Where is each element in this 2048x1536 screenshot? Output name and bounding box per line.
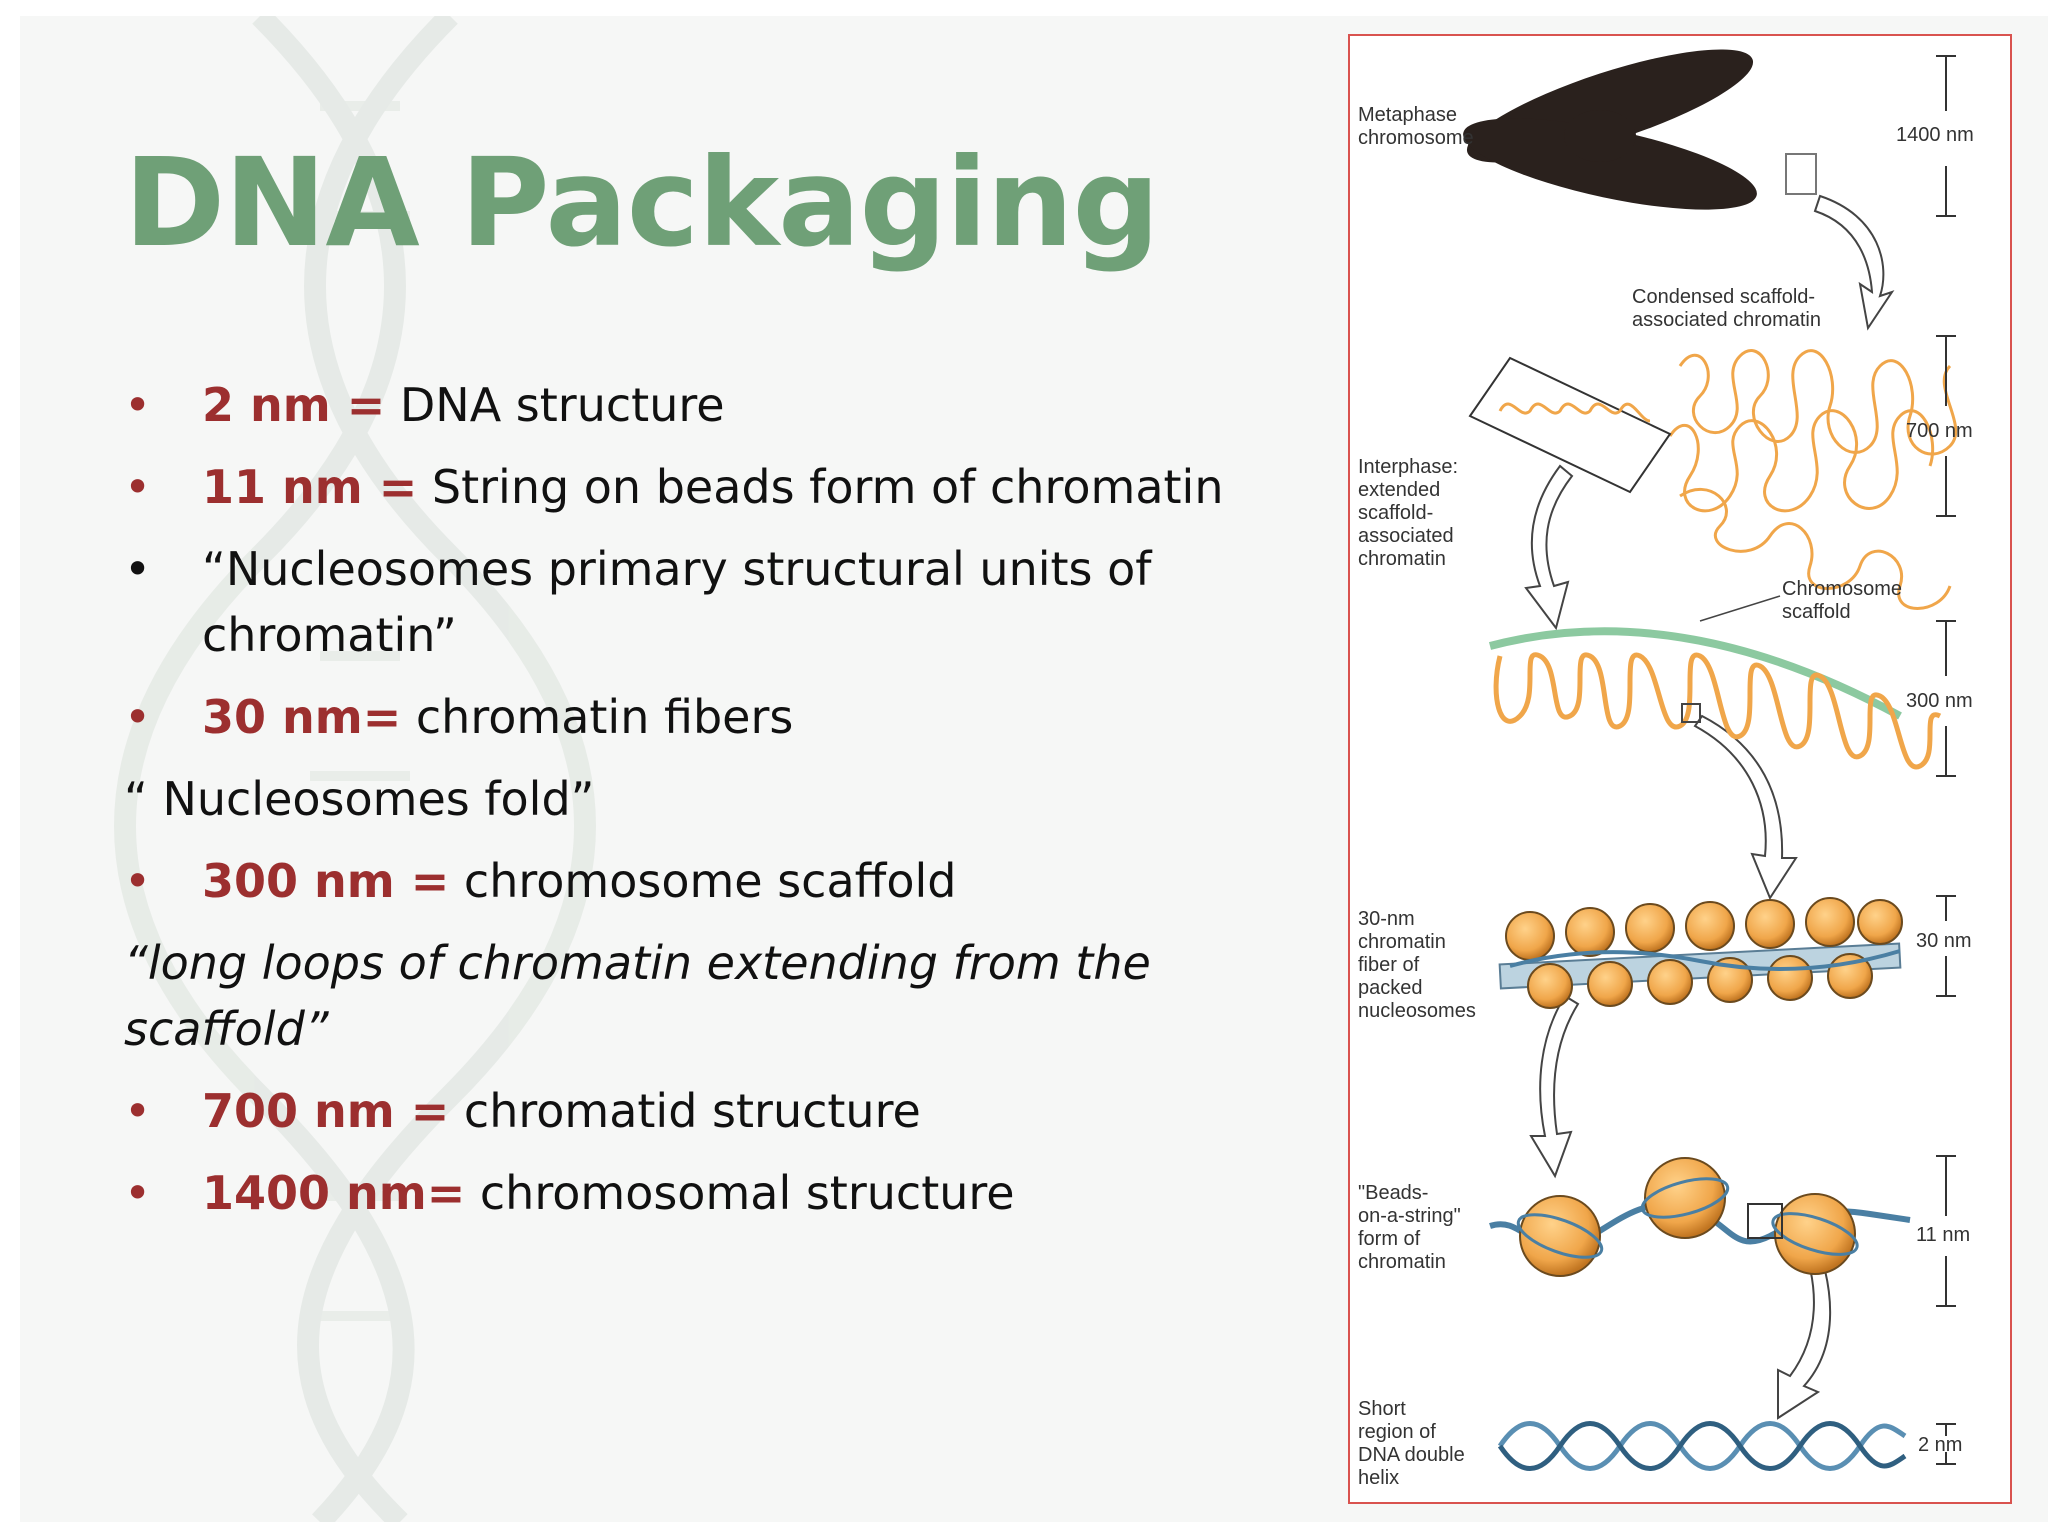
bullet-marker: •	[124, 460, 152, 514]
bullet-line: • 700 nm = chromatid structure	[124, 1078, 1274, 1144]
figure-drawing	[1463, 49, 1958, 1471]
label-interphase: Interphase: extended scaffold- associate…	[1358, 456, 1459, 570]
size-highlight: 1400 nm=	[202, 1166, 466, 1220]
size-highlight: 2 nm =	[202, 378, 386, 432]
note-line: “long loops of chromatin extending from …	[124, 930, 1204, 1062]
bullet-text: “Nucleosomes primary structural units of…	[202, 542, 1152, 662]
bullet-line: • 30 nm= chromatin fibers	[124, 684, 1274, 750]
slide-title: DNA Packaging	[124, 132, 1160, 274]
label-chromosome-scaffold: Chromosome scaffold	[1782, 578, 1903, 623]
chromatin-packaging-figure: Metaphase chromosome Condensed scaffold-…	[1348, 34, 2012, 1504]
chromatin-fiber-30nm-icon	[1498, 897, 1903, 1009]
bullet-text: String on beads form of chromatin	[417, 460, 1224, 514]
label-dna-helix: Short region of DNA double helix	[1358, 1398, 1465, 1489]
dim-11nm: 11 nm	[1916, 1224, 1971, 1246]
label-condensed-chromatin: Condensed scaffold- associated chromatin	[1632, 286, 1821, 331]
dim-300nm: 300 nm	[1906, 690, 1973, 712]
dim-2nm: 2 nm	[1918, 1434, 1963, 1456]
label-metaphase: Metaphase chromosome	[1358, 104, 1474, 149]
condensed-chromatin-icon	[1668, 349, 1958, 610]
bullet-marker: •	[124, 542, 152, 596]
dna-double-helix-icon	[1497, 1421, 1907, 1471]
bullet-line: • 1400 nm= chromosomal structure	[124, 1160, 1274, 1226]
size-highlight: 700 nm =	[202, 1084, 450, 1138]
background-dna-watermark	[114, 16, 596, 1522]
size-highlight: 11 nm =	[202, 460, 418, 514]
slide: DNA Packaging • 2 nm = DNA structure • 1…	[20, 16, 2048, 1522]
metaphase-chromosome-icon	[1463, 49, 1817, 210]
size-highlight: 300 nm =	[202, 854, 450, 908]
dim-1400nm: 1400 nm	[1896, 124, 1974, 146]
interphase-inset	[1468, 356, 1672, 494]
bullet-line: • 11 nm = String on beads form of chroma…	[124, 454, 1274, 520]
note-text: “long loops of chromatin extending from …	[124, 936, 1151, 1056]
bullet-line: • “Nucleosomes primary structural units …	[124, 536, 1272, 668]
bullet-list: • 2 nm = DNA structure • 11 nm = String …	[124, 372, 1274, 1242]
bullet-marker: •	[124, 1084, 152, 1138]
bullet-line: • 2 nm = DNA structure	[124, 372, 1274, 438]
bullet-text: DNA structure	[385, 378, 725, 432]
beads-on-string-icon	[1489, 1157, 1911, 1277]
bullet-text: chromatin fibers	[401, 690, 794, 744]
bullet-marker: •	[124, 690, 152, 744]
label-30nm-fiber: 30-nm chromatin fiber of packed nucleoso…	[1358, 908, 1476, 1022]
size-highlight: 30 nm=	[202, 690, 402, 744]
zoom-arrows	[1524, 194, 1895, 1420]
dim-700nm: 700 nm	[1906, 420, 1973, 442]
bullet-marker: •	[124, 378, 152, 432]
label-beads-on-string: "Beads- on-a-string" form of chromatin	[1358, 1182, 1461, 1273]
note-line: “ Nucleosomes fold”	[124, 766, 1274, 832]
bullet-line: • 300 nm = chromosome scaffold	[124, 848, 1274, 914]
bullet-text: chromatid structure	[449, 1084, 921, 1138]
dim-30nm: 30 nm	[1916, 930, 1972, 952]
bullet-text: chromosomal structure	[465, 1166, 1015, 1220]
bullet-marker: •	[124, 1166, 152, 1220]
bullet-marker: •	[124, 854, 152, 908]
scale-brackets	[1936, 55, 1956, 1465]
chromosome-scaffold-icon	[1488, 595, 1942, 770]
note-text: “ Nucleosomes fold”	[124, 772, 595, 826]
bullet-text: chromosome scaffold	[449, 854, 957, 908]
